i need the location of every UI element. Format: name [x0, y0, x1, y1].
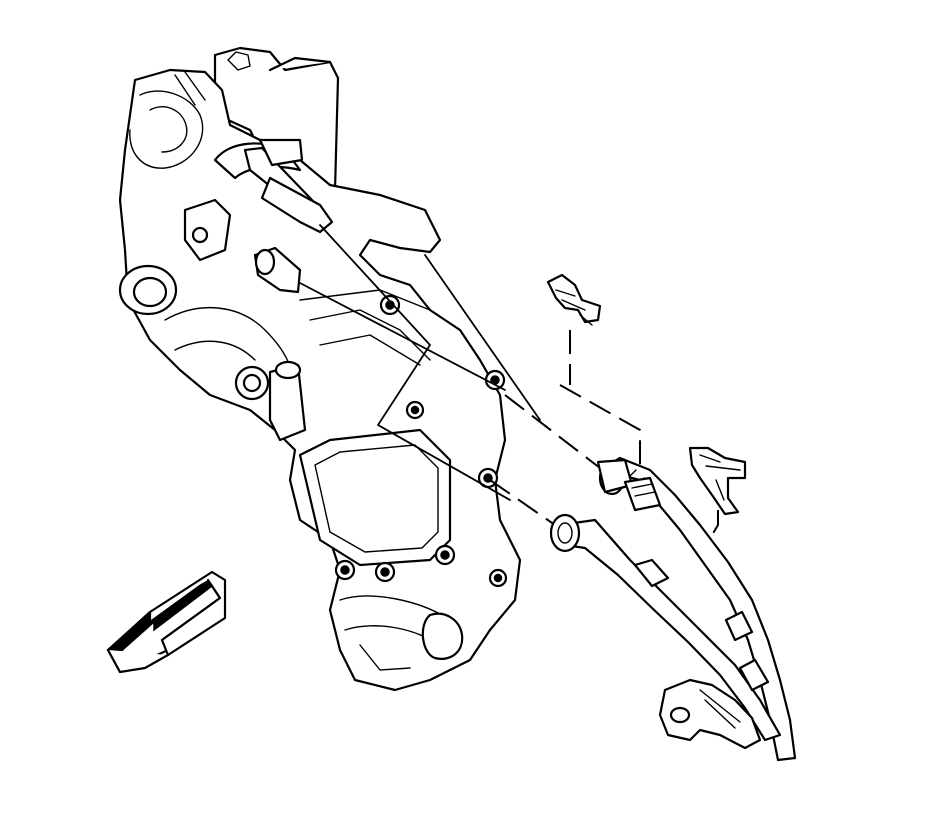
- retaining-clip-upper: [546, 273, 602, 326]
- line-mounting-bracket: [658, 678, 762, 750]
- retaining-clip-lower: [688, 446, 747, 516]
- leader-lines: [299, 224, 719, 556]
- housing-bolts: [334, 294, 508, 588]
- transmission-housing: [118, 46, 522, 692]
- direction-arrow-icon: [106, 570, 227, 674]
- cooler-line-fittings: [596, 458, 662, 512]
- cooler-line-inlet: [549, 513, 782, 742]
